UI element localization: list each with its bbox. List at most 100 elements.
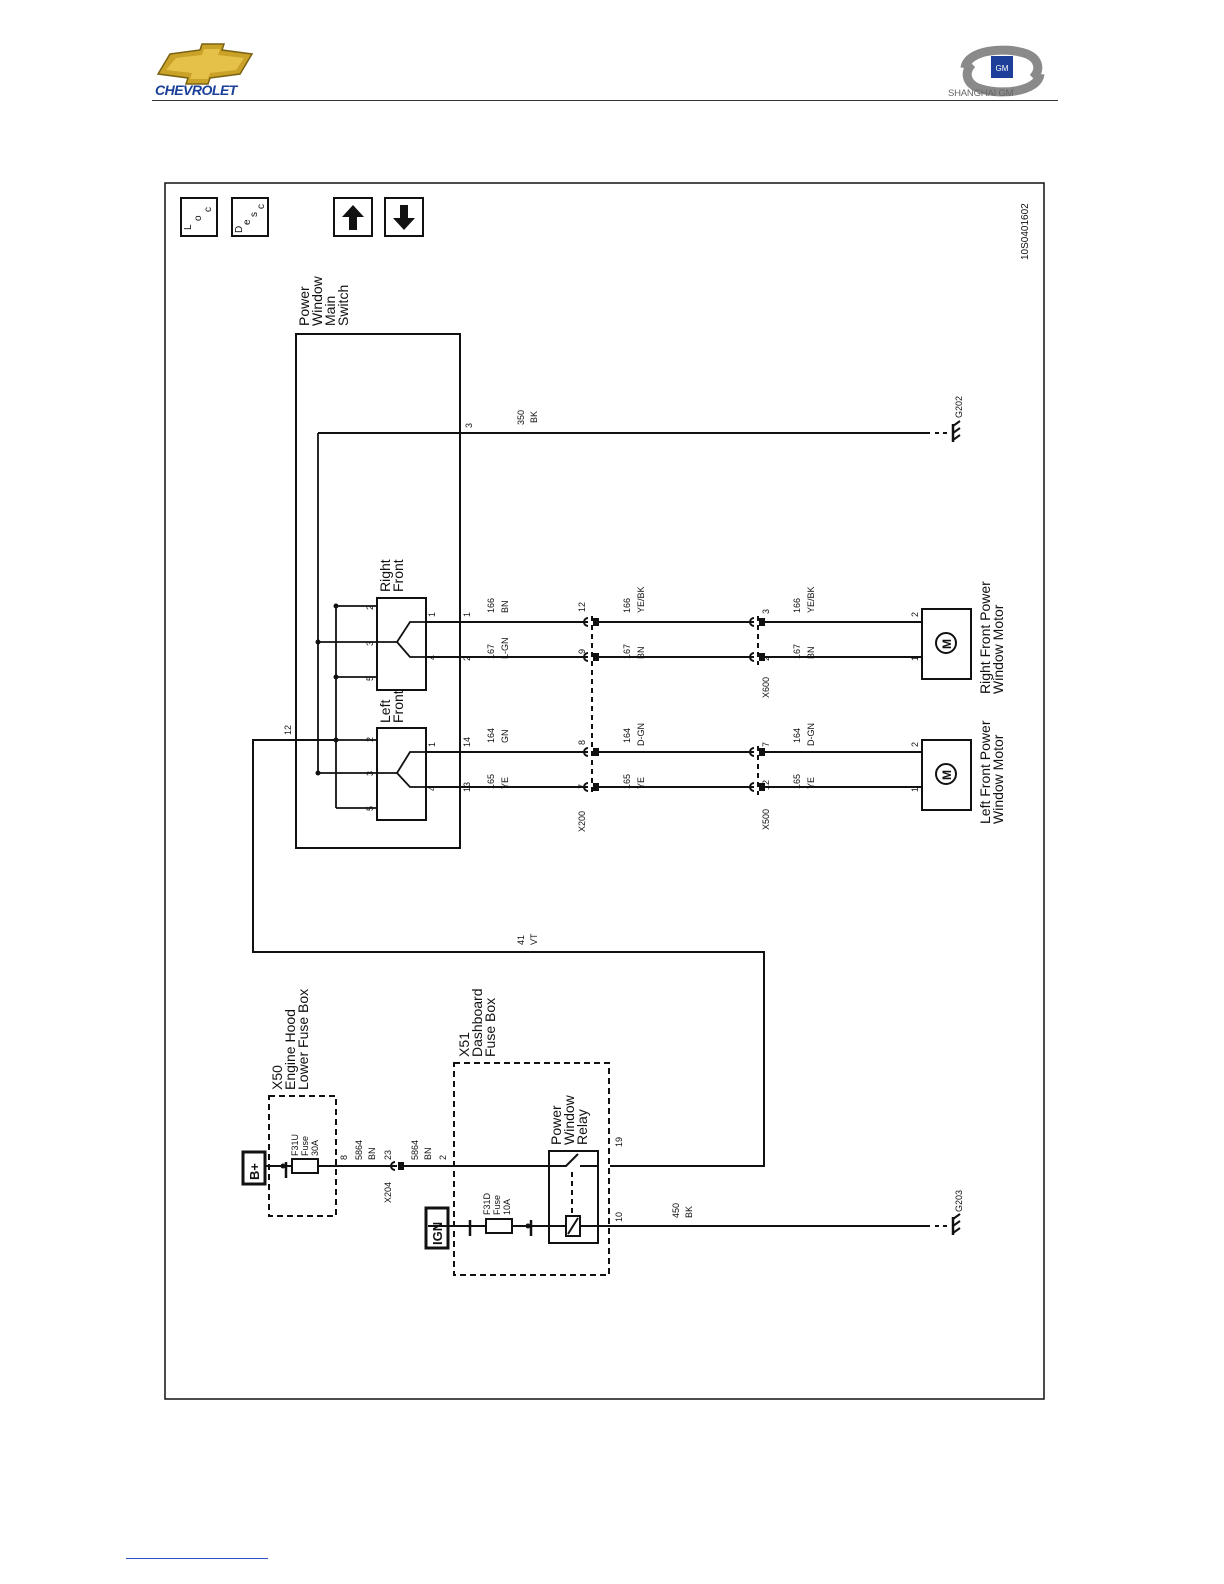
ignition-source-label: IGN (430, 1222, 445, 1245)
x50-fuse-rating: 30A (310, 1140, 320, 1156)
x51-title-3: Fuse Box (482, 998, 498, 1057)
lf2-x500-pin: 12 (761, 780, 771, 790)
rf2-x200-pin: 9 (577, 649, 587, 654)
rf2-circuit: 167 (486, 644, 496, 659)
rf-pin-3: 3 (365, 641, 375, 646)
relay-pin-out: 19 (614, 1137, 624, 1147)
left-front-title-1: Left (377, 700, 393, 723)
loc-letter-3: c (203, 207, 214, 212)
header-rule (152, 100, 1058, 101)
feed-color: VT (529, 933, 539, 945)
relay-title-2: Window (561, 1094, 577, 1145)
desc-letter-3: s (249, 212, 260, 217)
up-button[interactable] (333, 197, 373, 237)
battery-source-label: B+ (247, 1163, 262, 1180)
ground-g202: G202 (954, 396, 964, 418)
connector-x500: X500 (761, 809, 771, 830)
x50-title-2: Engine Hood (282, 1009, 298, 1090)
loc-letter-2: o (193, 215, 204, 221)
left-front-title-2: Front (390, 690, 406, 723)
lf1-x500-pin: 7 (761, 742, 771, 747)
diagram-frame (164, 182, 1045, 1400)
rf-motor-title-1: Right Front Power (977, 581, 993, 694)
rf2-motor-pin: 1 (910, 656, 920, 661)
relay-title-1: Power (548, 1105, 564, 1145)
left-front-motor-body (921, 739, 972, 811)
right-front-title-1: Right (377, 559, 393, 592)
x51-title-1: X51 (456, 1032, 472, 1057)
rf1-mid-circuit: 166 (622, 598, 632, 613)
lf2-circuit: 165 (486, 774, 496, 789)
desc-button[interactable] (231, 197, 269, 237)
lf1-mid-color: D-GN (636, 723, 646, 746)
lf2-out-circuit: 165 (792, 774, 802, 789)
rf2-color: L-GN (500, 637, 510, 659)
desc-letter-4: c (256, 204, 267, 209)
rf-pin-4: 4 (427, 655, 437, 660)
main-switch-title-1: Power (296, 286, 312, 326)
rf1-x600-pin: 3 (761, 609, 771, 614)
relay-title-3: Relay (574, 1109, 590, 1145)
lf1-motor-pin: 2 (910, 742, 920, 747)
lf-motor-symbol: M (940, 770, 954, 780)
x50-fuse-label: Fuse (300, 1136, 310, 1156)
lf-pin-1: 1 (427, 742, 437, 747)
rf2-out-circuit: 167 (792, 644, 802, 659)
rf1-motor-pin: 2 (910, 612, 920, 617)
rf-motor-symbol: M (940, 639, 954, 649)
gm-badge: GM (996, 64, 1009, 73)
down-button[interactable] (384, 197, 424, 237)
lf-pin-4: 4 (427, 786, 437, 791)
lf1-sw-pin: 14 (462, 737, 472, 747)
document-id: 10S0401602 (1020, 203, 1031, 260)
left-front-switch-body (376, 727, 427, 821)
desc-letter-1: D (234, 226, 245, 233)
shanghai-gm-logo: GM (960, 45, 1045, 97)
rf2-x600-pin: 2 (761, 656, 771, 661)
x51-fuse-rating: 10A (502, 1199, 512, 1215)
loc-button[interactable] (180, 197, 218, 237)
rf1-mid-color: YE/BK (636, 586, 646, 613)
lf2-color: YE (500, 777, 510, 789)
desc-letter-2: e (242, 219, 253, 225)
rf-pin-1: 1 (427, 612, 437, 617)
rf-pin-2: 2 (365, 605, 375, 610)
arrow-up-icon[interactable] (342, 205, 364, 230)
shanghai-gm-wordmark: SHANGHAI GM (948, 88, 1014, 99)
connector-x200: X200 (577, 811, 587, 832)
main-switch-title-3: Main (322, 296, 338, 326)
chevrolet-wordmark: CHEVROLET (155, 82, 237, 98)
x50-pin: 8 (339, 1155, 349, 1160)
lf-pin-5: 5 (365, 806, 375, 811)
x51-circuit-in: 5864 (410, 1140, 420, 1160)
loc-letter-1: L (183, 224, 194, 230)
lf1-out-circuit: 164 (792, 728, 802, 743)
ground-switch-circuit: 350 (516, 410, 526, 425)
lf1-out-color: D-GN (806, 723, 816, 746)
lf1-color: GN (500, 730, 510, 744)
feed-circuit: 41 (516, 935, 526, 945)
x50-color: BN (367, 1147, 377, 1160)
rf1-sw-pin: 1 (462, 612, 472, 617)
x50-circuit: 5864 (354, 1140, 364, 1160)
right-front-title-2: Front (390, 559, 406, 592)
ground-switch-color: BK (529, 411, 539, 423)
rf2-sw-pin: 2 (462, 656, 472, 661)
x50-fuse-name: F31U (290, 1134, 300, 1156)
lf1-circuit: 164 (486, 728, 496, 743)
arrow-down-icon[interactable] (393, 205, 415, 230)
ground-relay-color: BK (684, 1206, 694, 1218)
footer-link-underline (126, 1558, 268, 1559)
lf-pin-2: 2 (365, 737, 375, 742)
connector-x600: X600 (761, 677, 771, 698)
lf-pin-3: 3 (365, 771, 375, 776)
rf2-out-color: BN (806, 646, 816, 659)
lf-motor-title-1: Left Front Power (977, 720, 993, 824)
rf-pin-5: 5 (365, 676, 375, 681)
lf2-sw-pin: 13 (462, 782, 472, 792)
rf1-color: BN (500, 600, 510, 613)
lf2-x200-pin: 7 (577, 784, 587, 789)
main-switch-title-4: Switch (335, 285, 351, 326)
lf1-x200-pin: 8 (577, 740, 587, 745)
